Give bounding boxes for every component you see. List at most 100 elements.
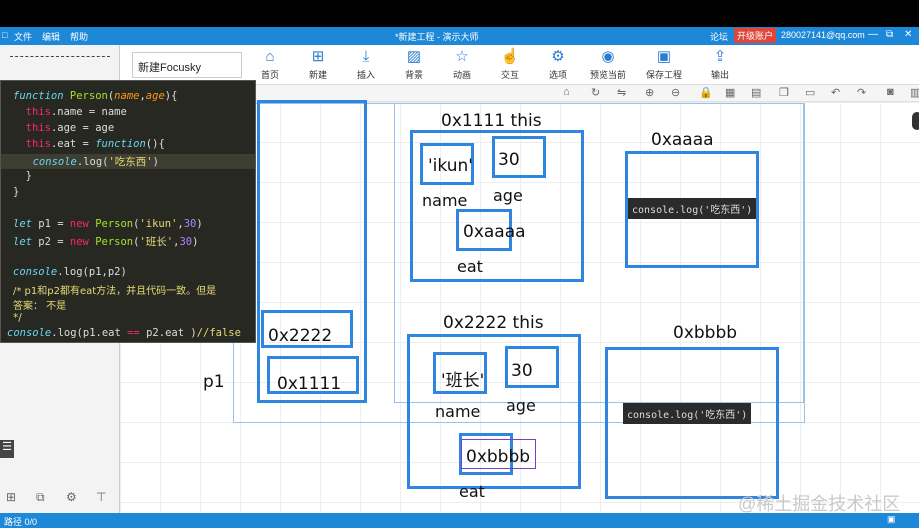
upgrade-button[interactable]: 开级账户 — [734, 28, 777, 43]
animation-icon: ☆ — [455, 48, 469, 65]
object2-eat-box — [459, 433, 513, 475]
object2-box — [407, 334, 581, 489]
object2-age-label: age — [506, 396, 536, 415]
status-bar: 路径 0/0 ▣ — [0, 513, 919, 528]
lock-icon[interactable]: 🔒 — [699, 87, 713, 99]
object1-age-label: age — [493, 186, 523, 205]
home-icon: ⌂ — [265, 48, 275, 65]
object2-eat-label: eat — [459, 482, 485, 501]
tool-save[interactable]: ▣保存工程 — [645, 48, 682, 80]
interaction-icon: ☝ — [500, 48, 520, 65]
object2-age-value: 30 — [511, 361, 533, 381]
object1-title: 0x1111 this — [441, 111, 542, 131]
stack-box — [257, 100, 367, 403]
function1-body: console.log('吃东西') — [628, 198, 757, 219]
code-comment-line3: */ — [13, 312, 22, 324]
paste-icon[interactable]: ▭ — [805, 87, 816, 99]
app-logo-icon: □ — [2, 30, 8, 40]
code-comment-line2: 答案： 不是 — [13, 301, 67, 312]
slide-thumbnail[interactable] — [10, 56, 110, 68]
function2-address: 0xbbbb — [673, 323, 738, 343]
object2-name-label: name — [435, 402, 481, 421]
frame-outline-inner — [394, 103, 804, 403]
duplicate-slide-icon[interactable]: ⧉ — [36, 490, 45, 504]
slide-settings-icon[interactable]: ⚙ — [66, 490, 77, 504]
zoom-out-icon[interactable]: ⊖ — [671, 87, 681, 99]
background-icon: ▨ — [406, 48, 422, 65]
preview-icon: ◉ — [601, 48, 615, 65]
tool-export[interactable]: ⇪输出 — [710, 48, 729, 80]
object1-age-box — [492, 136, 546, 178]
code-comment-line1: /* p1和p2都有eat方法，并且代码一致。但是 — [13, 286, 217, 297]
p1-address: 0x1111 — [277, 374, 342, 394]
object1-eat-label: eat — [457, 257, 483, 276]
add-slide-icon[interactable]: ⊞ — [6, 490, 17, 504]
more-icon[interactable]: ▥ — [910, 87, 919, 99]
object2-title: 0x2222 this — [443, 313, 544, 333]
text-edit-cursor-box[interactable] — [461, 439, 536, 469]
align-icon[interactable]: ▤ — [751, 87, 762, 99]
object2-name-value: '班长' — [441, 371, 485, 391]
function1-address: 0xaaaa — [651, 130, 714, 150]
p2-address: 0x2222 — [268, 326, 333, 346]
tool-animation[interactable]: ☆动画 — [452, 48, 471, 80]
object2-eat-value: 0xbbbb — [466, 447, 531, 467]
home-view-icon[interactable]: ⌂ — [563, 86, 570, 98]
project-name-field[interactable]: 新建Focusky — [132, 52, 242, 78]
p1-address-box — [267, 356, 359, 394]
menu-help[interactable]: 帮助 — [70, 32, 89, 42]
scrollbar-thumb[interactable] — [912, 112, 919, 130]
redo-icon[interactable]: ↷ — [857, 87, 867, 99]
gear-icon: ⚙ — [551, 48, 565, 65]
object1-name-label: name — [422, 191, 468, 210]
function1-box — [625, 151, 759, 268]
insert-icon: ⤓ — [362, 48, 370, 65]
tool-options[interactable]: ⚙选项 — [548, 48, 567, 80]
tool-new[interactable]: ⊞新建 — [308, 48, 327, 80]
copy-icon[interactable]: ❐ — [779, 87, 789, 99]
title-bar: □ 文件 编辑 帮助 *新建工程 - 演示大师 论坛 开级账户 28002714… — [0, 27, 919, 45]
object2-name-box — [433, 352, 487, 394]
tool-interaction[interactable]: ☝交互 — [500, 48, 520, 80]
canvas-toolbar: ⌂ ↻ ⇋ ⊕ ⊖ 🔒 ▦ ▤ ❐ ▭ ↶ ↷ ◙ ▥ — [120, 85, 919, 102]
object1-name-value: 'ikun' — [428, 156, 473, 176]
account-label[interactable]: 280027141@qq.com — [781, 30, 865, 40]
forum-link[interactable]: 论坛 — [710, 32, 729, 42]
menu-file[interactable]: 文件 — [14, 32, 33, 42]
export-icon: ⇪ — [713, 48, 727, 65]
restore-button[interactable]: ⧉ — [886, 29, 894, 40]
tool-insert[interactable]: ⤓插入 — [356, 48, 375, 80]
list-icon[interactable]: ☰ — [0, 440, 14, 458]
new-icon: ⊞ — [311, 48, 325, 65]
fullscreen-icon[interactable]: ▣ — [887, 514, 896, 524]
zoom-in-icon[interactable]: ⊕ — [645, 87, 655, 99]
undo-icon[interactable]: ↶ — [831, 87, 841, 99]
p2-address-box — [261, 310, 353, 348]
grid-icon[interactable]: ▦ — [725, 87, 736, 99]
object1-age-value: 30 — [498, 150, 520, 170]
object1-eat-value: 0xaaaa — [463, 222, 526, 242]
function2-box — [605, 347, 779, 499]
close-button[interactable]: ✕ — [904, 29, 913, 40]
path-status: 路径 0/0 — [4, 517, 38, 527]
save-icon: ▣ — [656, 48, 672, 65]
tool-home[interactable]: ⌂首页 — [260, 48, 279, 80]
tool-background[interactable]: ▨背景 — [404, 48, 423, 80]
menu-edit[interactable]: 编辑 — [42, 32, 61, 42]
window-title: *新建工程 - 演示大师 — [395, 32, 479, 42]
camera-icon[interactable]: ◙ — [887, 86, 894, 98]
object1-name-box — [420, 143, 474, 185]
code-editor-overlay: function Person(name,age){ this.name = n… — [0, 80, 256, 343]
function2-body: console.log('吃东西') — [623, 403, 752, 424]
tool-preview[interactable]: ◉预览当前 — [589, 48, 626, 80]
minimize-button[interactable]: — — [868, 29, 878, 40]
object1-eat-box — [456, 209, 512, 251]
object1-box — [410, 130, 584, 282]
rotate-icon[interactable]: ↻ — [591, 87, 601, 99]
object2-age-box — [505, 346, 559, 388]
flip-icon[interactable]: ⇋ — [617, 87, 627, 99]
screen-top-bar — [0, 0, 919, 27]
p1-label: p1 — [203, 372, 225, 392]
watermark: @稀土掘金技术社区 — [738, 494, 901, 514]
pin-icon[interactable]: ⊤ — [96, 490, 107, 504]
